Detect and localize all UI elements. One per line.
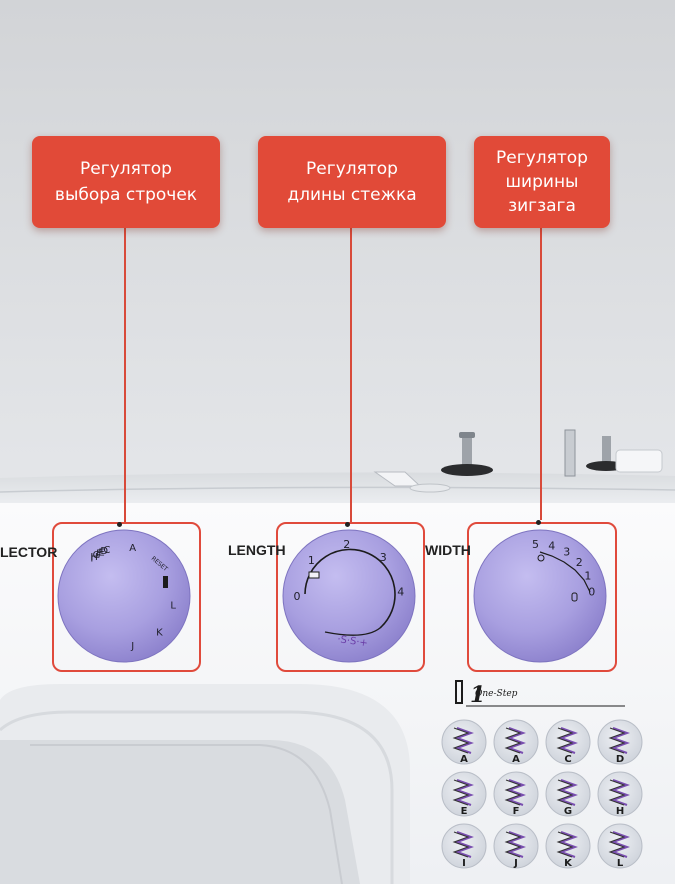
stitch-pattern-h: H <box>597 771 643 817</box>
pointer-line-width <box>540 228 542 520</box>
stitch-letter: A <box>460 754 468 765</box>
selector-letter: H <box>90 552 98 563</box>
selector-letter: G <box>93 550 101 561</box>
callout-selector: Регулятор выбора строчек <box>32 136 220 228</box>
selector-letter: F <box>96 549 102 560</box>
selector-dial-frame <box>52 522 201 672</box>
width-dial-frame <box>467 522 617 672</box>
selector-letter: E <box>98 547 104 558</box>
stitch-letter: L <box>617 858 624 869</box>
callout-width: Регулятор ширины зигзага <box>474 136 610 228</box>
stitch-pattern-e: E <box>441 771 487 817</box>
callout-length: Регулятор длины стежка <box>258 136 446 228</box>
stitch-letter: F <box>513 806 520 817</box>
selector-letter: A <box>129 543 136 554</box>
length-number: 3 <box>380 551 387 564</box>
selector-label: LECTOR <box>0 544 58 560</box>
selector-letter: L <box>170 601 176 612</box>
one-step-label: One-Step <box>475 689 518 699</box>
stitch-pattern-f: F <box>493 771 539 817</box>
stitch-letter: E <box>461 806 468 817</box>
stitch-pattern-i: I <box>441 823 487 869</box>
stitch-pattern-j: J <box>493 823 539 869</box>
stitch-pattern-a: A <box>493 719 539 765</box>
stitch-letter: J <box>513 858 518 869</box>
stitch-pattern-k: K <box>545 823 591 869</box>
stitch-letter: H <box>616 806 624 817</box>
width-number: 3 <box>563 545 570 558</box>
width-number: 2 <box>576 556 583 569</box>
length-label: LENGTH <box>228 542 286 558</box>
width-dial-mark <box>536 520 541 525</box>
stitch-pattern-g: G <box>545 771 591 817</box>
spool-pin-right <box>564 429 663 477</box>
stitch-pattern-d: D <box>597 719 643 765</box>
length-number: 2 <box>343 538 350 551</box>
callout-width-line2: ширины <box>505 172 579 192</box>
stitch-letter: D <box>616 754 624 765</box>
width-label: WIDTH <box>425 542 471 558</box>
length-number: 4 <box>397 586 404 599</box>
one-step-logo: 1 <box>455 680 625 708</box>
selector-letter: D <box>100 546 108 557</box>
width-number: 0 <box>588 586 595 599</box>
stitch-pattern-l: L <box>597 823 643 869</box>
callout-selector-line2: выбора строчек <box>54 185 198 205</box>
stitch-letter: K <box>564 858 573 869</box>
stitch-letter: C <box>564 754 571 765</box>
selector-dial-mark <box>117 522 122 527</box>
stitch-pattern-c: C <box>545 719 591 765</box>
stitch-letter: G <box>564 806 572 817</box>
length-number: 0 <box>294 590 301 603</box>
width-number: 4 <box>548 539 555 552</box>
stitch-chart: A A C D E F G H I J K L <box>441 719 643 869</box>
width-number: 5 <box>532 538 539 551</box>
stitch-letter: A <box>512 754 520 765</box>
length-number: 1 <box>308 554 315 567</box>
stitch-pattern-a: A <box>441 719 487 765</box>
callout-length-line2: длины стежка <box>287 185 417 205</box>
selector-letter: J <box>130 641 134 652</box>
stitch-letter: I <box>462 858 466 869</box>
spool-pin-left <box>441 432 493 476</box>
callout-selector-line1: Регулятор <box>80 159 172 179</box>
svg-text:1: 1 <box>470 682 485 708</box>
length-dial-mark <box>345 522 350 527</box>
pointer-line-selector <box>124 228 126 522</box>
width-number: 1 <box>584 570 591 583</box>
length-dial-frame <box>276 522 425 672</box>
pointer-line-length <box>350 228 352 522</box>
callout-width-line1: Регулятор <box>496 148 588 168</box>
stitch-length-dial: 0 1 2 3 4 ·S·S·+ <box>282 529 416 663</box>
selector-letter: C <box>103 545 110 556</box>
selector-letter: I <box>90 554 93 565</box>
svg-text:·S·S·+: ·S·S·+ <box>337 634 369 649</box>
callout-length-line1: Регулятор <box>306 159 398 179</box>
callout-width-line3: зигзага <box>508 196 576 216</box>
selector-letter: K <box>156 627 163 638</box>
